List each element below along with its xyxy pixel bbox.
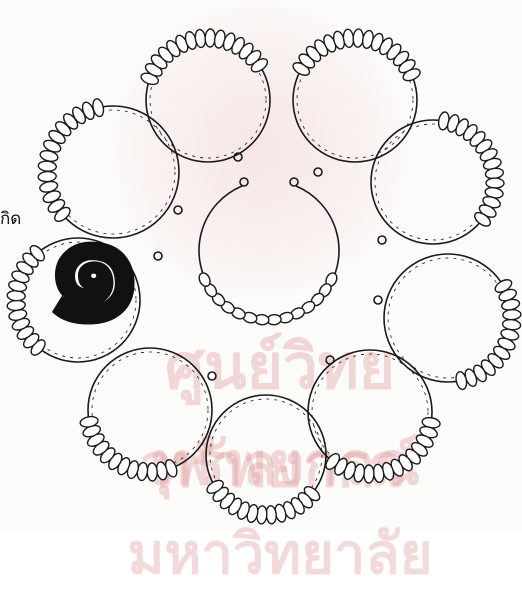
- outer-ring: [371, 111, 504, 244]
- bead: [364, 465, 374, 483]
- bead: [353, 29, 364, 47]
- outer-ring: [79, 348, 212, 481]
- handwritten-digit: ๑: [40, 178, 148, 348]
- outer-ring: [140, 29, 270, 162]
- center-hook-left: [240, 178, 248, 186]
- side-text: กิด: [0, 205, 21, 232]
- ring-knot: [314, 168, 322, 176]
- ring-knot: [326, 356, 334, 364]
- outer-ring: [291, 29, 422, 162]
- ring-knot: [174, 206, 182, 214]
- bead: [486, 178, 504, 188]
- bead: [205, 29, 216, 47]
- scanned-page: ศูนย์วิทยทรัพยากร จุฬาลงกรณ์มหาวิทยาลัย …: [0, 0, 522, 531]
- outer-ring: [384, 254, 521, 390]
- center-ring: [197, 178, 339, 325]
- center-hook-right: [290, 178, 298, 186]
- ring-knot: [154, 252, 162, 260]
- ring-knot: [208, 372, 216, 380]
- outer-ring: [308, 350, 441, 483]
- ring-knot: [374, 296, 382, 304]
- bead: [147, 463, 158, 481]
- bead: [503, 309, 521, 320]
- ring-knot: [378, 236, 386, 244]
